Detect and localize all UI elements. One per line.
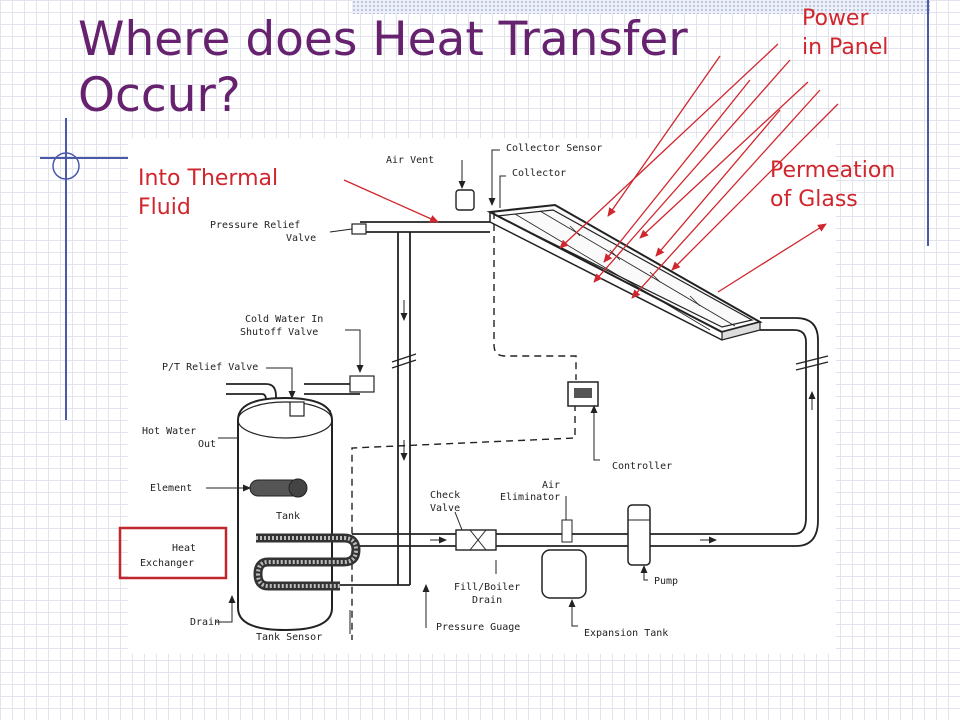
label-leaders [206,149,648,634]
collector-panel [486,203,763,341]
check-valve [455,529,497,551]
flow-arrows [400,300,816,544]
into-callout-line-1: Into Thermal [138,166,279,191]
diagram-labels: Air Vent Collector Sensor Collector Pres… [140,143,678,643]
element-label: Element [150,483,192,494]
hot-water-label-2: Out [198,439,216,450]
air-eliminator-label-1: Air [542,480,560,491]
solar-radiation-arrows [343,43,839,299]
air-vent-label: Air Vent [386,155,434,166]
heating-element [249,478,308,498]
pressure-relief-label-2: Valve [286,233,316,244]
into-callout-line-2: Fluid [138,195,191,220]
drain-label: Drain [190,617,220,628]
piping [226,212,829,640]
expansion-tank-label: Expansion Tank [584,628,668,639]
tank-label: Tank [276,511,300,522]
slide-title: Where does Heat Transfer Occur? [78,12,778,124]
heat-exchanger-highlight [118,526,228,580]
power-in-panel-callout: Power in Panel [802,4,888,62]
air-eliminator-label-2: Eliminator [500,492,560,503]
permeation-callout-line-2: of Glass [770,187,858,212]
check-valve-label-2: Valve [430,503,460,514]
pump [627,504,651,566]
title-line-1: Where does Heat Transfer [78,12,688,67]
check-valve-label-1: Check [430,490,460,501]
collector-sensor-label: Collector Sensor [506,143,602,154]
hot-water-label-1: Hot Water [142,426,196,437]
pressure-relief-label-1: Pressure Relief [210,220,300,231]
power-callout-line-2: in Panel [802,35,889,60]
power-callout-line-1: Power [802,6,869,31]
heat-exchanger-coil [253,533,361,591]
permeation-of-glass-callout: Permeation of Glass [770,156,895,214]
pump-label: Pump [654,576,678,587]
cold-water-label-1: Cold Water In [245,314,323,325]
controller-label: Controller [612,461,672,472]
tank-sensor-label: Tank Sensor [256,632,322,643]
expansion-tank-shape [541,519,587,599]
pt-relief-label: P/T Relief Valve [162,362,258,373]
fill-drain-label-2: Drain [472,595,502,606]
fill-drain-label-1: Fill/Boiler [454,582,520,593]
cold-water-label-2: Shutoff Valve [240,327,318,338]
slide-decoration [40,0,929,420]
heat-exchanger-label-1: Heat [172,543,196,554]
into-thermal-fluid-callout: Into Thermal Fluid [138,164,278,222]
permeation-callout-line-1: Permeation [770,158,896,183]
title-line-2: Occur? [78,68,241,123]
collector-label: Collector [512,168,566,179]
header-band [352,0,930,14]
pressure-gauge-label: Pressure Guage [436,622,520,633]
heat-exchanger-label-2: Exchanger [140,558,194,569]
controller-box [567,381,599,407]
